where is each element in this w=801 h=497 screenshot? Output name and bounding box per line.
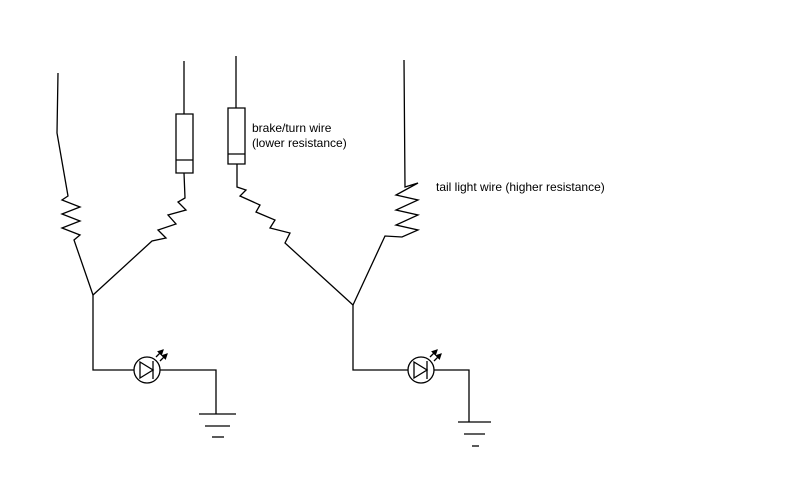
tail-wire-label: tail light wire (higher resistance): [436, 180, 605, 194]
right-brake-wire-resistor: [237, 164, 353, 305]
left-led-icon: [134, 349, 168, 383]
left-fuse: [176, 114, 193, 173]
right-ground-icon: [458, 422, 491, 446]
left-brake-wire-resistor: [93, 173, 186, 295]
brake-wire-label: brake/turn wire (lower resistance): [252, 121, 347, 151]
right-circuit: [228, 56, 491, 446]
left-circuit: [57, 61, 236, 437]
right-led-to-ground: [434, 370, 469, 422]
right-tail-wire: [353, 60, 418, 305]
right-fuse: [228, 108, 245, 164]
left-junction-wire: [93, 295, 134, 370]
left-tail-wire: [57, 73, 93, 295]
left-led-to-ground: [160, 370, 216, 414]
brake-wire-label-line1: brake/turn wire: [252, 121, 332, 135]
right-junction-wire: [353, 305, 408, 370]
right-led-icon: [408, 349, 442, 383]
brake-wire-label-line2: (lower resistance): [252, 136, 347, 150]
left-ground-icon: [199, 414, 236, 437]
